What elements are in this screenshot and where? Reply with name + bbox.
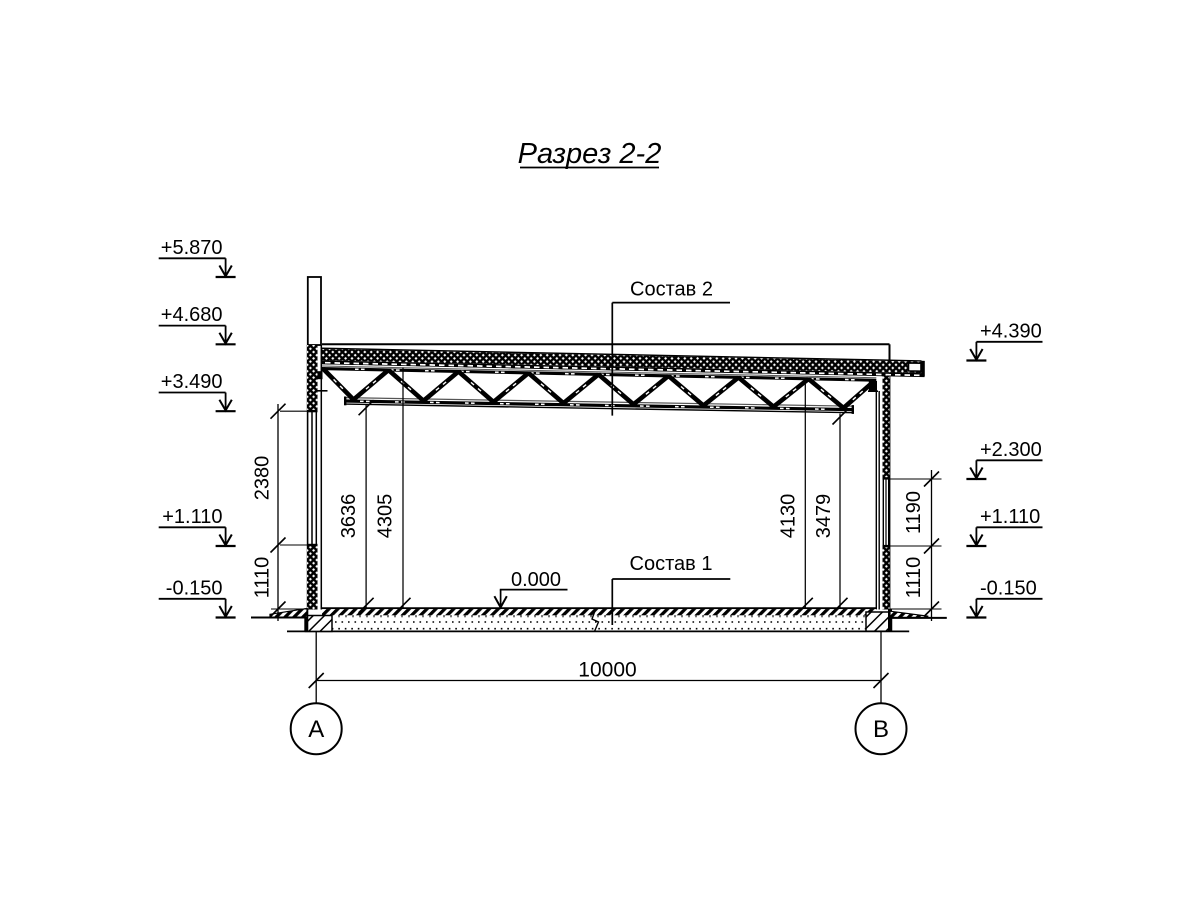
svg-text:Состав 2: Состав 2 <box>630 279 713 301</box>
svg-text:А: А <box>308 716 324 743</box>
svg-text:+1.110: +1.110 <box>162 506 222 528</box>
svg-text:3479: 3479 <box>813 494 835 539</box>
svg-text:10000: 10000 <box>578 659 636 682</box>
svg-text:4130: 4130 <box>778 494 800 539</box>
svg-text:+1.110: +1.110 <box>980 506 1040 528</box>
svg-text:+4.680: +4.680 <box>161 304 223 326</box>
svg-text:4305: 4305 <box>375 494 397 539</box>
svg-text:Состав 1: Состав 1 <box>630 553 713 575</box>
svg-text:2380: 2380 <box>252 456 274 501</box>
svg-text:1110: 1110 <box>903 557 925 599</box>
svg-text:-0.150: -0.150 <box>980 577 1037 599</box>
svg-text:-0.150: -0.150 <box>166 577 223 599</box>
svg-text:+3.490: +3.490 <box>161 371 223 393</box>
svg-text:1190: 1190 <box>903 491 925 534</box>
svg-text:В: В <box>873 716 889 743</box>
svg-text:+4.390: +4.390 <box>980 320 1042 342</box>
svg-text:0.000: 0.000 <box>511 569 561 591</box>
svg-text:3636: 3636 <box>338 494 360 539</box>
svg-text:Разрез 2-2: Разрез 2-2 <box>518 138 662 170</box>
svg-text:1110: 1110 <box>252 557 274 599</box>
svg-text:+5.870: +5.870 <box>161 237 223 259</box>
svg-text:+2.300: +2.300 <box>980 439 1042 461</box>
